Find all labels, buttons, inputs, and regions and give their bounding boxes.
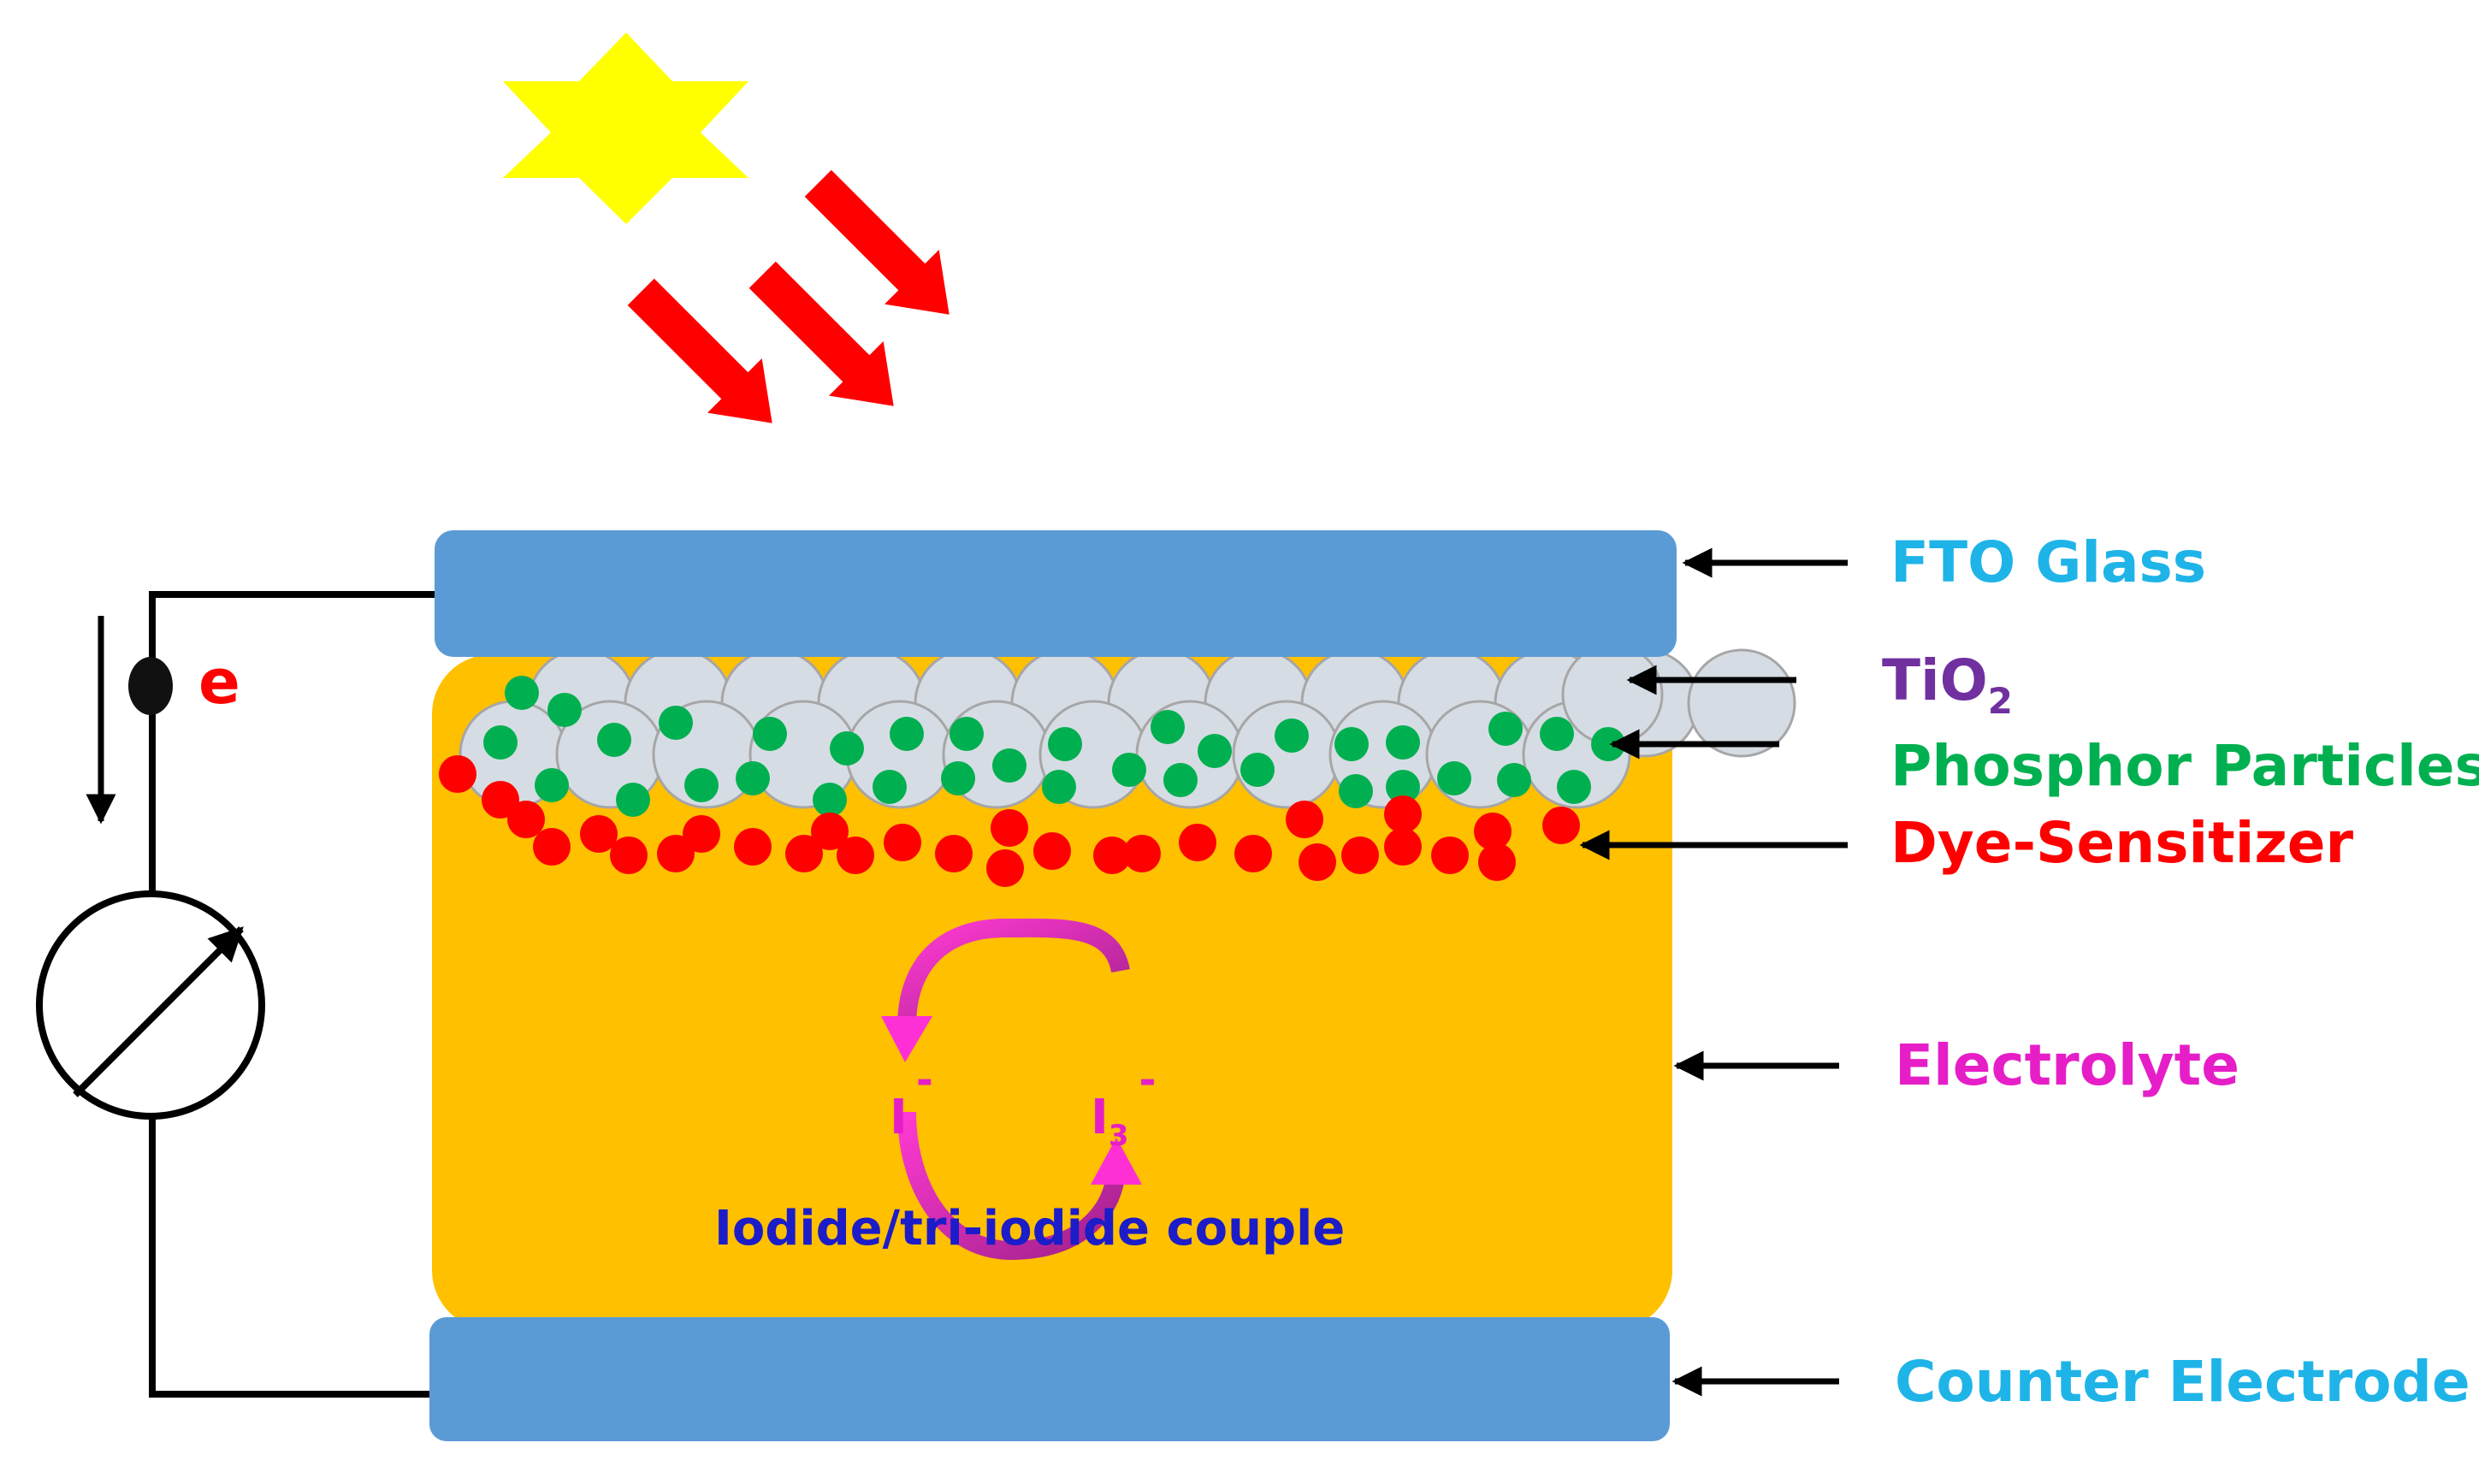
fto-glass-plate <box>435 530 1677 657</box>
dye-particle <box>683 815 720 853</box>
dye-particle <box>884 824 921 861</box>
electrolyte-label: Electrolyte <box>1895 1032 2239 1098</box>
dye-particle <box>507 801 545 838</box>
dye-particle <box>657 835 695 872</box>
phosphor-particle <box>813 783 847 817</box>
phosphor-particle <box>659 706 693 740</box>
tio2-label-sub: 2 <box>1988 680 2013 722</box>
redox-cycle-arrows <box>881 918 1142 1261</box>
iodide-label: I- <box>890 1056 933 1145</box>
dye-particle <box>1286 801 1323 838</box>
phosphor-particle <box>483 725 518 760</box>
dye-particle <box>439 755 476 793</box>
dye-particle <box>1234 835 1272 872</box>
light-ray-arrow <box>804 169 950 315</box>
light-ray-arrow <box>748 261 894 406</box>
dye-particle <box>1179 824 1216 861</box>
iodide-charge: - <box>916 1056 933 1104</box>
dye-particle <box>837 837 874 874</box>
phosphor-particle <box>1339 774 1373 808</box>
counter-electrode-label: Counter Electrode <box>1895 1349 2470 1415</box>
phosphor-particle <box>1540 717 1574 751</box>
triiodide-symbol: I <box>1091 1090 1109 1145</box>
phosphor-particle <box>597 723 631 757</box>
dye-particle <box>1299 843 1336 881</box>
dye-particle <box>986 849 1024 887</box>
dye-particle <box>1474 813 1512 850</box>
dye-particle <box>811 813 849 850</box>
dye-particle <box>785 835 823 872</box>
light-ray-arrow <box>627 278 772 423</box>
fto-glass-label: FTO Glass <box>1890 529 2206 595</box>
iodide-symbol: I <box>890 1090 908 1145</box>
phosphor-particle <box>736 761 770 795</box>
dye-particle <box>1123 835 1161 872</box>
dye-particle <box>610 837 648 874</box>
phosphor-particle <box>547 693 582 727</box>
ammeter-icon <box>36 890 265 1120</box>
counter-electrode-plate <box>429 1317 1670 1441</box>
dye-particle <box>1093 837 1131 874</box>
tio2-label: TiO2 <box>1882 647 2013 722</box>
redox-couple-label: Iodide/tri-iodide couple <box>714 1201 1345 1256</box>
phosphor-particle <box>1275 718 1309 753</box>
triiodide-charge: - <box>1139 1056 1157 1104</box>
dye-particle <box>734 828 772 866</box>
tio2-particle <box>1687 648 1796 758</box>
dye-particle <box>1478 843 1516 881</box>
tio2-particle <box>1232 700 1341 809</box>
phosphor-particle <box>830 731 864 766</box>
phosphor-particle <box>1334 727 1369 761</box>
phosphor-particle <box>1163 763 1198 797</box>
dye-particle <box>533 828 571 866</box>
phosphor-particle <box>1198 734 1232 768</box>
phosphor-particle <box>1151 710 1185 744</box>
phosphor-particle <box>753 717 787 751</box>
phosphor-particle <box>1497 763 1531 797</box>
phosphor-particle <box>941 761 975 795</box>
dye-particle <box>1341 837 1379 874</box>
dye-sensitizer-label: Dye-Sensitizer <box>1890 810 2354 876</box>
phosphor-particle <box>1557 770 1591 804</box>
sun-icon <box>503 33 748 224</box>
electron-dot <box>128 657 173 715</box>
phosphor-particle <box>684 768 719 802</box>
external-circuit <box>149 591 435 1398</box>
light-ray-arrows <box>627 169 950 423</box>
dye-particle <box>1431 837 1469 874</box>
tio2-label-main: TiO <box>1882 647 1988 713</box>
electron-label: e <box>198 646 240 718</box>
dye-particle <box>1384 795 1422 833</box>
triiodide-label: I3- <box>1091 1056 1156 1153</box>
phosphor-particle <box>1112 753 1146 787</box>
phosphor-particle <box>1386 725 1420 760</box>
dye-particle <box>1542 807 1580 844</box>
phosphor-particle <box>992 748 1027 783</box>
phosphor-particle <box>890 717 924 751</box>
dye-particle <box>935 835 973 872</box>
phosphor-label: Phosphor Particles <box>1890 733 2479 799</box>
phosphor-particle <box>1386 770 1420 804</box>
phosphor-particle <box>873 770 907 804</box>
label-arrows <box>1579 547 1848 1397</box>
dye-particle <box>580 815 618 853</box>
dye-particle <box>1033 832 1071 870</box>
dye-particle <box>1384 828 1422 866</box>
phosphor-particle <box>505 676 539 710</box>
phosphor-particle <box>616 783 650 817</box>
phosphor-particle <box>1437 761 1471 795</box>
phosphor-particle <box>1048 727 1082 761</box>
dye-particle <box>482 781 519 819</box>
phosphor-particle <box>1240 753 1275 787</box>
phosphor-particle <box>1488 712 1523 746</box>
dye-particle <box>991 809 1028 847</box>
electrolyte-layer <box>432 654 1672 1330</box>
phosphor-particle <box>950 717 984 751</box>
phosphor-particle <box>535 768 569 802</box>
dye-sensitizer-particles <box>439 755 1580 887</box>
phosphor-particle <box>1042 770 1076 804</box>
triiodide-sub: 3 <box>1109 1119 1129 1153</box>
